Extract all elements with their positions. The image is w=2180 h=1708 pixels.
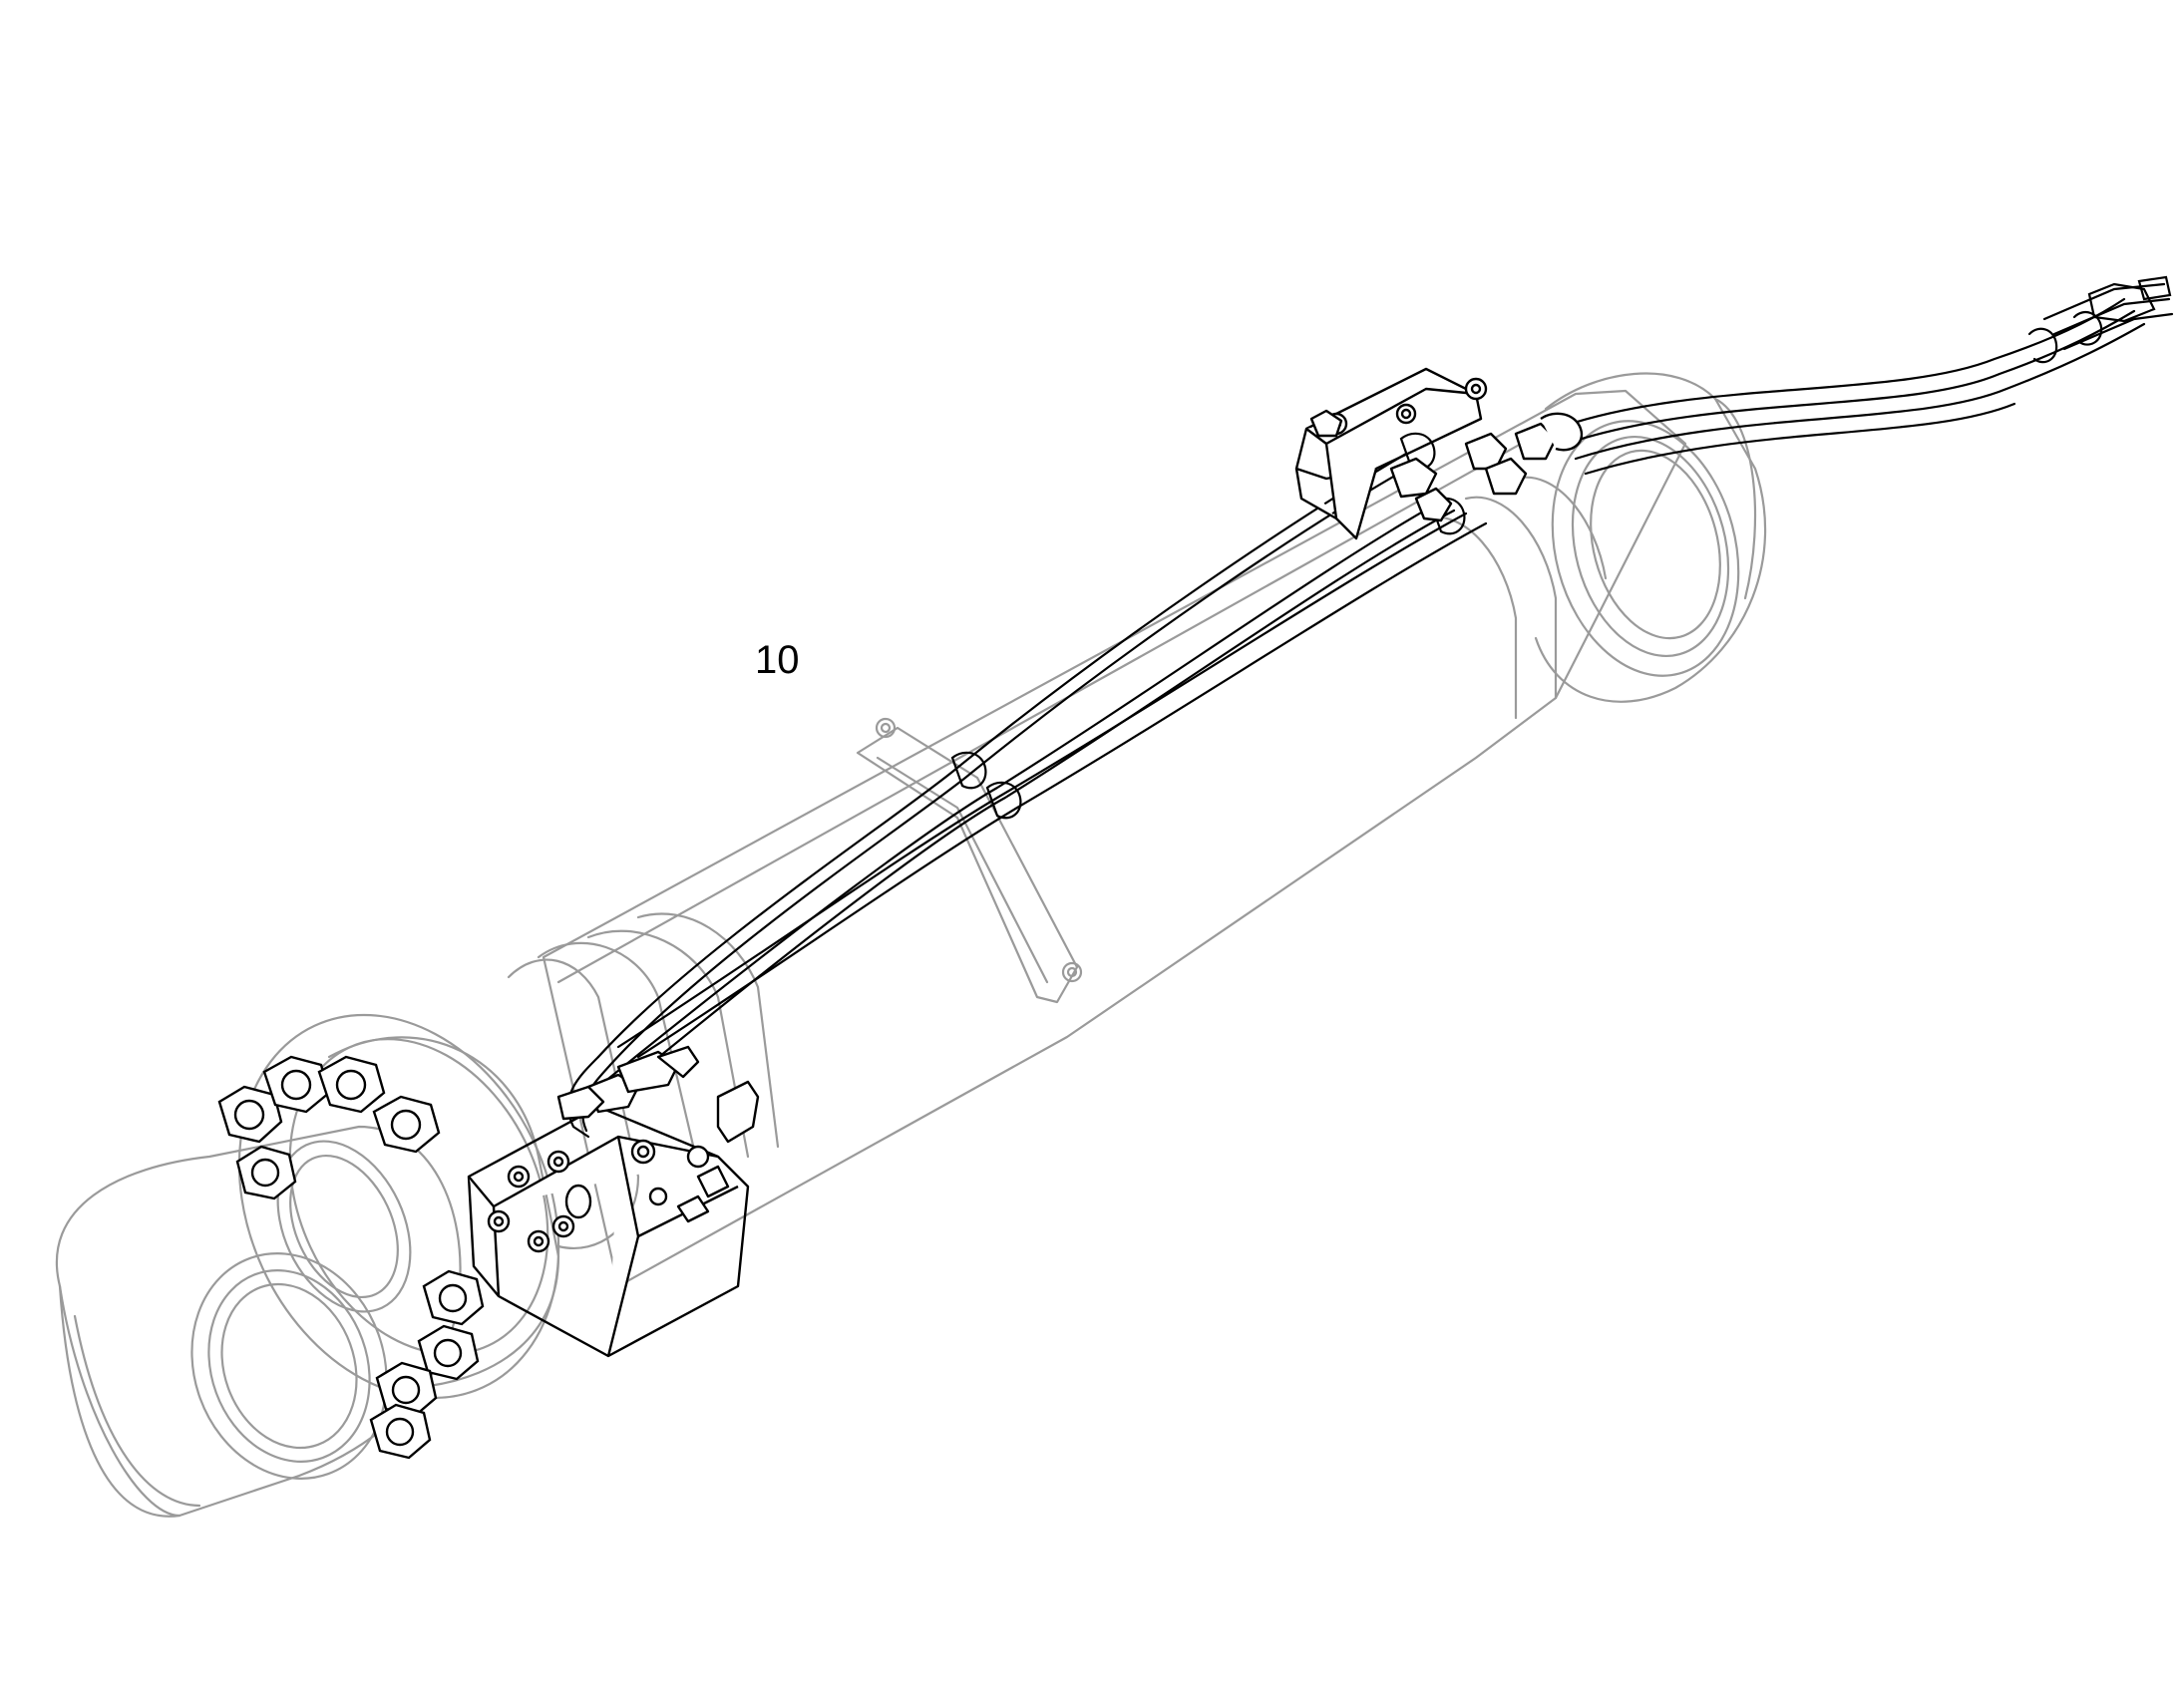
valve-block-front xyxy=(467,1045,760,1358)
part-callout-label: 10 xyxy=(755,638,800,682)
bolt xyxy=(372,1095,441,1154)
hydraulic-hoses xyxy=(566,275,2174,1139)
flange-bolts xyxy=(217,1055,485,1460)
bolt xyxy=(369,1403,432,1460)
bolt xyxy=(235,1145,297,1200)
bolt xyxy=(375,1361,438,1418)
bolt xyxy=(422,1269,485,1326)
valve-block-rear xyxy=(1294,367,1584,540)
bolt xyxy=(262,1055,331,1114)
bolt xyxy=(217,1085,283,1144)
bolt xyxy=(317,1055,386,1114)
cylinder-body xyxy=(55,372,1767,1518)
bolt xyxy=(417,1324,480,1381)
